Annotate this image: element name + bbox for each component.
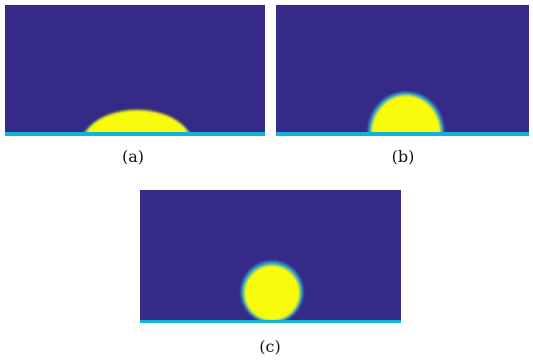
droplet-partial-image	[276, 5, 529, 136]
substrate-line	[5, 132, 265, 136]
droplet-wide-image	[5, 5, 265, 136]
panel-c-simulation	[140, 190, 401, 323]
droplet-partial	[371, 95, 441, 134]
panel-a-simulation	[5, 5, 265, 136]
panel-b-simulation	[276, 5, 529, 136]
droplet-wide	[85, 109, 189, 134]
caption-c: (c)	[259, 337, 281, 356]
substrate-line	[140, 320, 401, 323]
caption-a: (a)	[121, 147, 145, 166]
droplet-spherical-image	[140, 190, 401, 323]
droplet-spherical	[244, 265, 300, 321]
caption-b: (b)	[391, 147, 415, 166]
substrate-line	[276, 132, 529, 136]
